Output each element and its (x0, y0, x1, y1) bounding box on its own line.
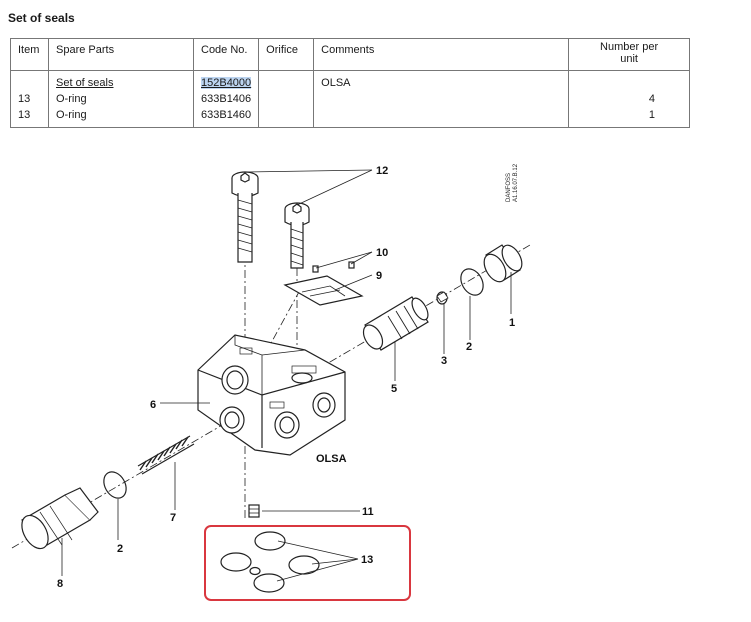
col-spare-parts-header: Spare Parts (48, 38, 194, 71)
item-value (18, 75, 41, 91)
spare-part-cell: Set of seals O-ring O-ring (48, 70, 194, 128)
col-orifice-header: Orifice (258, 38, 315, 71)
qty-cell: 4 1 (568, 70, 690, 128)
small-screw (248, 504, 260, 518)
cap-screw-long (231, 171, 259, 263)
callout-2-left: 2 (117, 543, 123, 555)
orifice-cell (258, 70, 315, 128)
callout-2-right: 2 (466, 341, 472, 353)
spool (362, 296, 429, 351)
o-ring-right (460, 268, 484, 296)
side-ref-line1: DANFOSS (506, 173, 512, 202)
callout-3: 3 (441, 355, 447, 367)
callout-13: 13 (361, 554, 373, 566)
comments-cell: OLSA (313, 70, 570, 128)
spring (137, 435, 195, 475)
end-plug-right (483, 244, 523, 283)
housing-label: OLSA (316, 453, 347, 465)
small-plug (436, 291, 449, 305)
code-cell: 152B4000 633B1406 633B1460 (192, 70, 260, 128)
spare-parts-table: Item Spare Parts Code No. Orifice Commen… (10, 38, 690, 128)
comment-value: OLSA (321, 77, 351, 89)
callout-8: 8 (57, 578, 63, 590)
spare-part-value: O-ring (56, 93, 87, 105)
leader-lines (61, 169, 512, 582)
pins (312, 261, 355, 273)
seal-o-rings (220, 531, 320, 593)
spare-part-value: O-ring (56, 109, 87, 121)
item-value: 13 (18, 93, 31, 105)
callout-10: 10 (376, 247, 388, 259)
callout-7: 7 (170, 512, 176, 524)
callout-11: 11 (362, 506, 374, 518)
end-plug-left (21, 487, 99, 550)
callout-12: 12 (376, 165, 388, 177)
callout-1: 1 (509, 317, 515, 329)
qty-value: 1 (648, 109, 655, 121)
code-value: 633B1406 (201, 93, 252, 105)
number-per-unit-line2: unit (620, 53, 638, 65)
code-link-highlighted[interactable]: 152B4000 (201, 77, 252, 89)
o-ring-left (103, 471, 127, 499)
side-ref-line2: A1.16.07.B.12 (513, 163, 519, 202)
code-value: 633B1460 (201, 109, 252, 121)
page-title: Set of seals (8, 11, 75, 25)
col-item-header: Item (10, 38, 49, 71)
table-row: 13 13 Set of seals O-ring O-ring 152B400… (10, 70, 690, 128)
qty-value: 4 (648, 93, 655, 105)
qty-value (576, 75, 655, 91)
cap-screw-short (284, 202, 310, 269)
seals-highlight-box (204, 525, 411, 601)
callout-6: 6 (150, 399, 156, 411)
exploded-view-diagram: OLSA DANFOSS A1.16.07.B.12 1 2 2 3 5 6 7… (11, 163, 531, 601)
table-header-row: Item Spare Parts Code No. Orifice Commen… (10, 38, 690, 71)
set-of-seals-link[interactable]: Set of seals (56, 77, 114, 89)
number-per-unit-line1: Number per (600, 41, 659, 53)
item-value: 13 (18, 109, 31, 121)
valve-housing (197, 334, 346, 456)
orifice-value (266, 75, 306, 91)
item-cell: 13 13 (10, 70, 49, 128)
col-code-header: Code No. (192, 38, 260, 71)
col-number-per-unit-header: Number per unit (568, 38, 690, 71)
callout-5: 5 (391, 383, 397, 395)
gasket-plate (283, 275, 364, 306)
col-comments-header: Comments (313, 38, 570, 71)
callout-9: 9 (376, 270, 382, 282)
